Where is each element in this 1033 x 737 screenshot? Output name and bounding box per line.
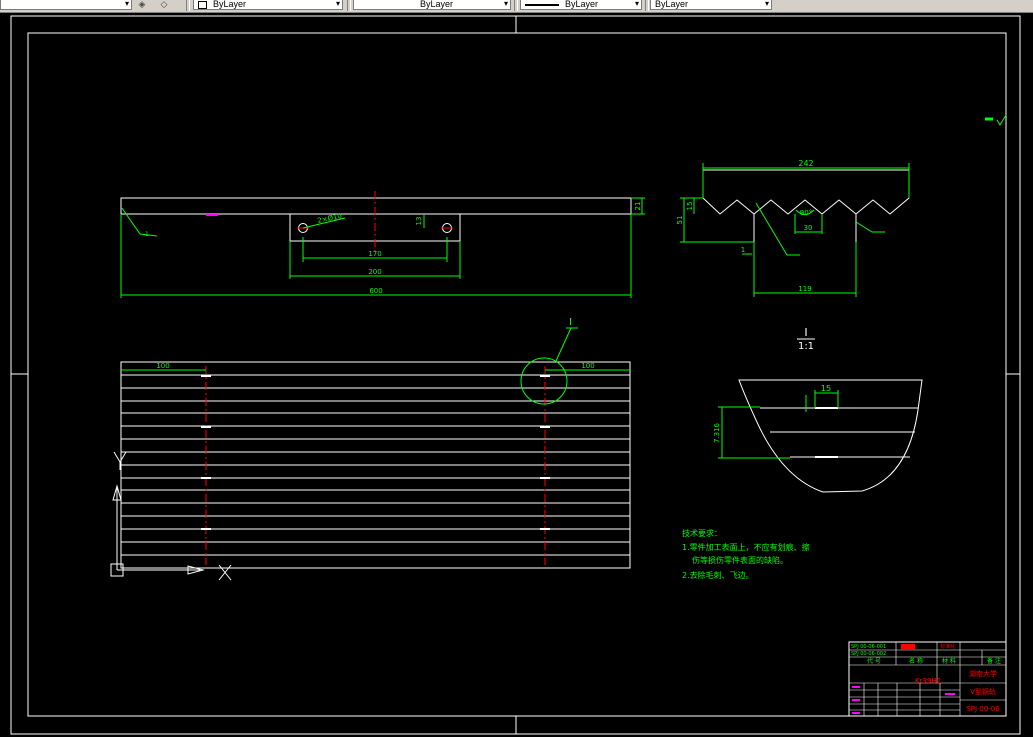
dim-total-length-label: 600	[369, 287, 382, 295]
drawing-canvas[interactable]: 1 2×Ø10 170 200 600 21 13	[0, 12, 1033, 737]
col-material-header: 材 料	[942, 657, 956, 665]
company-label: 湖南大学	[969, 669, 997, 678]
detail-dim-width-label: 15	[821, 384, 831, 393]
detail-marker-label: I	[569, 317, 572, 328]
dim-tooth-depth-label: 15	[686, 202, 694, 211]
toolbar-separator	[645, 0, 649, 11]
chevron-down-icon: ▾	[634, 0, 639, 8]
layer-previous-icon[interactable]: ◇	[160, 0, 168, 9]
angle-arc	[795, 209, 815, 215]
dim-small-label: 1	[741, 246, 745, 254]
dim-width-label: 242	[798, 159, 813, 168]
detail-outline	[738, 379, 923, 493]
tech-notes-title: 技术要求：	[682, 528, 722, 538]
detail-leader	[555, 327, 572, 362]
ref1-label: SPJ 00-06-001	[851, 644, 886, 650]
dim-angle-label: 90°	[800, 209, 812, 217]
top-view: 100 100 I	[120, 317, 631, 569]
section-leader-right	[855, 221, 885, 233]
detail-circle	[520, 357, 568, 405]
tech-notes-item1-line1: 1.零件加工表面上，不应有划痕、擦	[682, 542, 810, 552]
surface-roughness-symbol	[985, 114, 1007, 126]
properties-toolbar: ▾ ◈ ◇ ByLayer ▾ ByLayer ▾ ByLayer ▾ ByLa…	[0, 0, 1033, 13]
hole-marks	[201, 375, 550, 530]
dim-left-offset-label: 100	[156, 362, 169, 370]
color-swatch-icon	[198, 0, 207, 9]
detail-dim-depth-label: 7.316	[713, 422, 721, 443]
leader-line	[121, 207, 158, 237]
lineweight-sample-icon	[525, 3, 559, 6]
dim-slot-length-label: 200	[368, 268, 381, 276]
material-label: Kr39H2	[915, 677, 941, 685]
col-remarks-header: 备 注	[987, 657, 1001, 665]
color-control[interactable]: ByLayer ▾	[193, 0, 343, 10]
lineweight-control-value: ByLayer	[565, 0, 599, 9]
dim-base-label: 119	[798, 285, 811, 293]
ref2-label: SPJ 00-06-002	[851, 651, 886, 657]
red-stamp-mark	[901, 644, 915, 650]
dim-pitch-label: 30	[804, 224, 813, 232]
layer-dropdown[interactable]: ▾	[0, 0, 132, 10]
linetype-control-value: ByLayer	[420, 0, 454, 9]
detail-scale: 1:1	[798, 341, 814, 352]
detail-view: I 1:1 15 7.316	[713, 326, 923, 493]
chevron-down-icon: ▾	[503, 0, 508, 8]
color-control-value: ByLayer	[213, 0, 247, 9]
rail-outline	[120, 197, 632, 215]
dim-hole-spacing-label: 170	[368, 250, 381, 258]
dim-thickness-label: 21	[634, 202, 642, 211]
tech-notes-item2: 2.去除毛刺、飞边。	[682, 570, 754, 580]
col-code-header: 代 号	[867, 657, 881, 665]
title-block: SPJ 00-06-001 SPJ 00-06-002 代 号 名 称 材 料 …	[848, 641, 1007, 717]
part-name-label: V型钢轨	[970, 687, 996, 696]
lineweight-control[interactable]: ByLayer ▾	[520, 0, 642, 10]
stamp-label: 标准化	[940, 643, 955, 650]
holes-leader	[302, 217, 346, 229]
chevron-down-icon: ▾	[335, 0, 340, 8]
detail-label: I	[804, 326, 807, 339]
toolbar-separator	[347, 0, 351, 11]
dim-hole-offset-label: 13	[415, 217, 423, 226]
chevron-down-icon: ▾	[764, 0, 769, 8]
plotstyle-control-value: ByLayer	[655, 0, 689, 9]
section-view: 242 51 15 90° 30 119 1	[676, 159, 910, 297]
chevron-down-icon: ▾	[124, 0, 129, 8]
leader-label: 1	[145, 231, 149, 238]
front-view: 1 2×Ø10 170 200 600 21 13	[120, 191, 645, 298]
dim-right-offset-label: 100	[581, 362, 594, 370]
section-leader	[755, 202, 800, 256]
section-profile	[702, 169, 910, 215]
technical-notes: 技术要求： 1.零件加工表面上，不应有划痕、擦 伤等损伤零件表面的缺陷。 2.去…	[682, 528, 810, 580]
linetype-control[interactable]: ByLayer ▾	[353, 0, 511, 10]
plotstyle-control[interactable]: ByLayer ▾	[650, 0, 772, 10]
toolbar-separator	[186, 0, 190, 11]
ucs-icon	[110, 451, 232, 581]
tech-notes-item1-line2: 伤等损伤零件表面的缺陷。	[692, 555, 788, 565]
toolbar-separator	[514, 0, 518, 11]
col-name-header: 名 称	[909, 657, 923, 665]
drawing-number-label: SPJ 00-06	[966, 705, 1000, 713]
layer-states-icon[interactable]: ◈	[138, 0, 146, 9]
dim-height-label: 51	[676, 216, 684, 225]
